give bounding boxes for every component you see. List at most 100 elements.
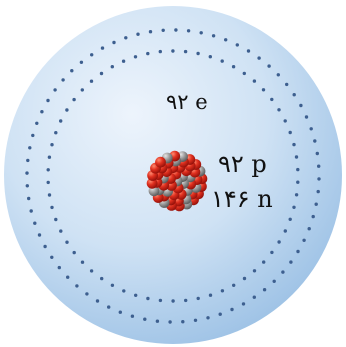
electron-dot xyxy=(295,193,298,196)
electron-dot xyxy=(100,277,103,280)
electron-dot xyxy=(313,139,316,142)
electron-dot xyxy=(90,80,93,83)
electron-dot xyxy=(58,266,61,269)
electron-dot xyxy=(196,52,199,55)
electron-dot xyxy=(50,256,53,259)
electron-count-label: ۹۲ e xyxy=(166,92,208,113)
electron-dot xyxy=(206,316,209,319)
electron-dot xyxy=(277,73,280,76)
electron-dot xyxy=(111,65,114,68)
electron-dot xyxy=(81,261,84,264)
neutron-count-label: ۱۴۶ n xyxy=(211,187,273,211)
electron-dot xyxy=(149,30,152,33)
electron-dot xyxy=(25,171,28,174)
electron-dot xyxy=(168,320,171,323)
electron-dot xyxy=(270,98,273,101)
electron-dot xyxy=(284,119,287,122)
electron-dot xyxy=(174,28,177,31)
proton-ball xyxy=(155,157,166,168)
electron-dot xyxy=(257,56,260,59)
electron-dot xyxy=(308,227,311,230)
electron-dot xyxy=(112,41,115,44)
electron-dot xyxy=(221,289,224,292)
electron-dot xyxy=(75,284,78,287)
electron-dot xyxy=(247,49,250,52)
electron-dot xyxy=(38,233,41,236)
electron-dot xyxy=(212,34,215,37)
electron-dot xyxy=(136,33,139,36)
electron-dot xyxy=(293,93,296,96)
electron-dot xyxy=(315,203,318,206)
electron-dot xyxy=(296,181,299,184)
electron-dot xyxy=(273,280,276,283)
electron-dot xyxy=(312,215,315,218)
electron-dot xyxy=(159,50,162,53)
electron-dot xyxy=(59,229,62,232)
electron-dot xyxy=(72,98,75,101)
electron-dot xyxy=(253,296,256,299)
electron-dot xyxy=(200,31,203,34)
electron-dot xyxy=(197,297,200,300)
electron-dot xyxy=(292,206,295,209)
electron-dot xyxy=(253,269,256,272)
electron-dot xyxy=(289,131,292,134)
electron-dot xyxy=(81,88,84,91)
electron-dot xyxy=(270,251,273,254)
electron-dot xyxy=(101,46,104,49)
electron-dot xyxy=(50,143,53,146)
proton-count-label: ۹۲ p xyxy=(218,152,267,176)
electron-dot xyxy=(48,193,51,196)
electron-dot xyxy=(28,146,31,149)
electron-dot xyxy=(253,79,256,82)
electron-dot xyxy=(243,277,246,280)
electron-dot xyxy=(236,43,239,46)
electron-dot xyxy=(100,72,103,75)
electron-dot xyxy=(122,289,125,292)
electron-dot xyxy=(47,168,50,171)
electron-dot xyxy=(146,297,149,300)
electron-dot xyxy=(48,156,51,159)
electron-dot xyxy=(33,222,36,225)
electron-dot xyxy=(187,29,190,32)
electron-dot xyxy=(281,270,284,273)
electron-dot xyxy=(65,108,68,111)
electron-dot xyxy=(146,52,149,55)
electron-dot xyxy=(27,197,30,200)
electron-dot xyxy=(289,218,292,221)
electron-dot xyxy=(263,288,266,291)
electron-dot xyxy=(305,115,308,118)
electron-dot xyxy=(43,245,46,248)
electron-dot xyxy=(262,88,265,91)
electron-dot xyxy=(219,313,222,316)
electron-dot xyxy=(134,55,137,58)
electron-dot xyxy=(289,260,292,263)
electron-dot xyxy=(90,269,93,272)
electron-dot xyxy=(156,320,159,323)
electron-dot xyxy=(119,311,122,314)
electron-dot xyxy=(54,218,57,221)
electron-dot xyxy=(122,60,125,63)
electron-dot xyxy=(224,38,227,41)
electron-dot xyxy=(285,83,288,86)
electron-dot xyxy=(171,49,174,52)
electron-dot xyxy=(262,260,265,263)
electron-dot xyxy=(26,159,29,162)
electron-dot xyxy=(296,250,299,253)
electron-dot xyxy=(111,284,114,287)
electron-dot xyxy=(243,72,246,75)
electron-dot xyxy=(292,143,295,146)
electron-dot xyxy=(59,119,62,122)
electron-dot xyxy=(53,88,56,91)
electron-dot xyxy=(302,239,305,242)
electron-dot xyxy=(184,50,187,53)
electron-dot xyxy=(209,55,212,58)
electron-dot xyxy=(267,64,270,67)
nucleus xyxy=(147,151,208,212)
electron-dot xyxy=(296,168,299,171)
electron-dot xyxy=(131,315,134,318)
electron-dot xyxy=(317,190,320,193)
electron-dot xyxy=(61,78,64,81)
electron-dot xyxy=(73,251,76,254)
electron-dot xyxy=(209,294,212,297)
